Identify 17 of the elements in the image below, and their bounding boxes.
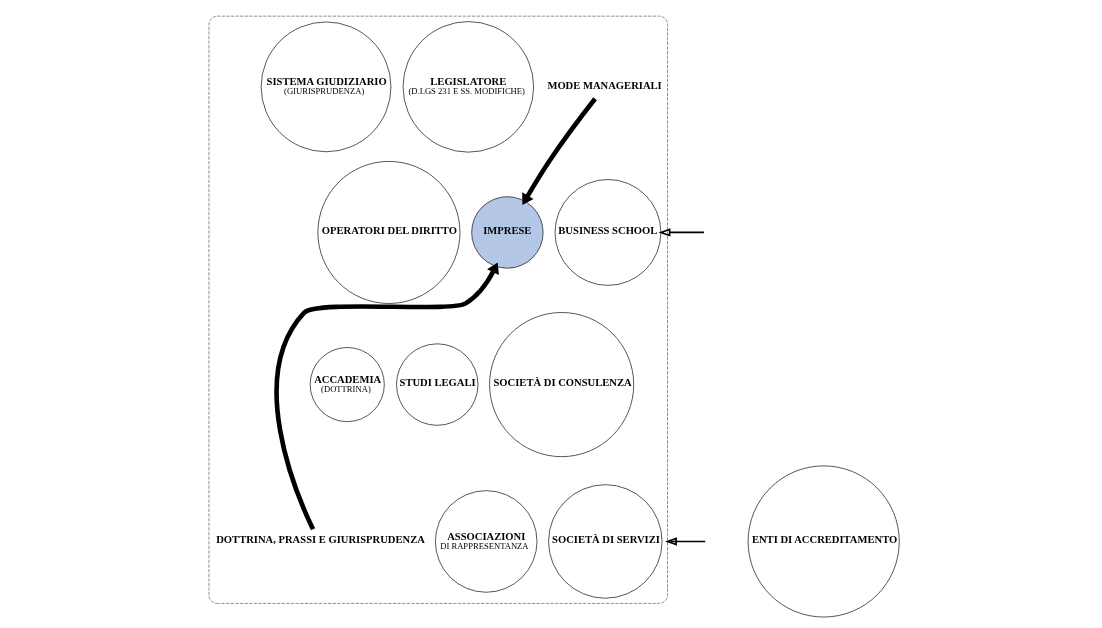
node-text: MODE MANAGERIALI: [546, 79, 662, 91]
node-circle: SOCIETÀ DI CONSULENZA: [488, 312, 634, 457]
arrow: [521, 97, 597, 205]
node-circle: LEGISLATORE (D.LGS 231 E SS. MODIFICHE): [402, 21, 534, 153]
node-circle: OPERATORI DEL DIRITTO: [317, 161, 460, 304]
arrow: [273, 262, 499, 531]
node-circle: ACCADEMIA (DOTTRINA): [309, 347, 385, 422]
node-circle: BUSINESS SCHOOL: [554, 179, 661, 286]
node-text: DOTTRINA, PRASSI E GIURISPRUDENZA: [215, 534, 425, 546]
node-circle: IMPRESE: [470, 196, 543, 269]
node-circle: STUDI LEGALI: [395, 343, 478, 426]
node-circle: SOCIETÀ DI SERVIZI: [547, 484, 662, 599]
node-circle: ENTI DI ACCREDITAMENTO: [747, 465, 900, 618]
node-circle: SISTEMA GIUDIZIARIO (GIURISPRUDENZA): [260, 21, 391, 153]
arrow: [658, 228, 705, 237]
arrow: [664, 537, 706, 546]
node-circle: ASSOCIAZIONI DI RAPPRESENTANZA: [434, 490, 537, 593]
